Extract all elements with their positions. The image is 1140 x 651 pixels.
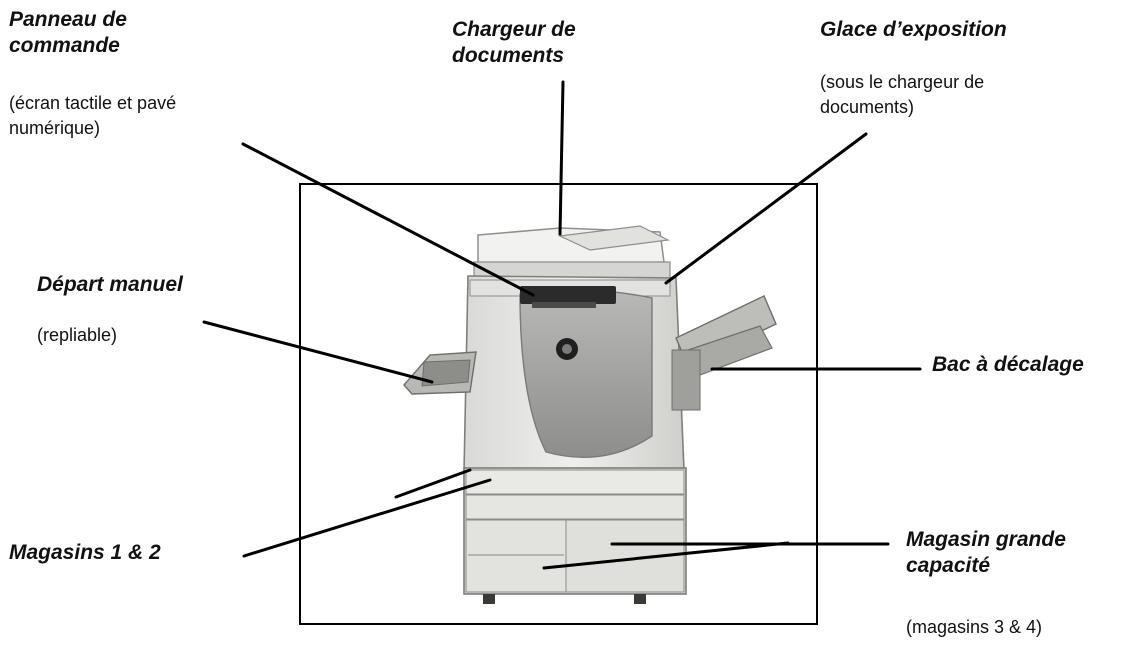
high-capacity-tray-title-line2: capacité [906,554,991,578]
control-panel-title-line2: commande [9,34,120,58]
document-glass-detail-line2: documents) [820,97,915,118]
tray-2-shape [465,494,685,520]
leader-line-bypass-tray [202,320,434,384]
control-panel-detail-line2: numérique) [9,118,101,139]
high-capacity-tray-title: Magasin grande capacité [906,527,1066,580]
offset-tray-title: Bac à décalage [932,353,1084,376]
leader-line-high-capacity-tray [542,541,790,570]
high-capacity-tray-detail: (magasins 3 & 4) [906,617,1043,637]
document-feeder-title: Chargeur de documents [452,17,576,70]
control-panel-title-line1: Panneau de [9,8,127,31]
bypass-tray-shape [403,351,477,395]
tray-1-shape [465,469,685,495]
control-panel-detail: (écran tactile et pavé numérique) [9,91,176,141]
upper-body-shape [463,275,685,473]
bypass-tray-title: Départ manuel [37,273,183,296]
control-panel-title: Panneau de commande [9,7,127,60]
document-glass-title: Glace d’exposition [820,18,1007,41]
document-glass-detail: (sous le chargeur de documents) [820,70,984,120]
control-panel-detail-line1: (écran tactile et pavé [9,93,177,113]
leader-lines [202,80,922,570]
left-caster-shape [483,594,495,604]
lower-cabinet-shape [463,467,687,604]
document-feeder-shape [473,225,671,279]
leader-line-trays-1-2-branch [394,468,472,499]
touch-screen-shape [520,286,616,304]
offset-tray-shape [671,295,777,411]
right-caster-shape [634,594,646,604]
tray-3-shape [465,519,567,593]
bypass-tray-detail: (repliable) [37,325,118,345]
leader-line-document-glass [664,132,868,285]
document-feeder-title-line2: documents [452,44,565,68]
copier-illustration [403,225,777,604]
trays-1-2-title: Magasins 1 & 2 [9,541,161,564]
document-feeder-title-line1: Chargeur de [452,18,576,41]
leader-line-document-feeder [558,80,565,236]
document-glass-detail-line1: (sous le chargeur de [820,72,985,92]
leader-line-control-panel [241,142,535,297]
high-capacity-tray-title-line1: Magasin grande [906,528,1066,551]
photo-frame [299,183,818,625]
leader-line-trays-1-2 [242,478,492,558]
